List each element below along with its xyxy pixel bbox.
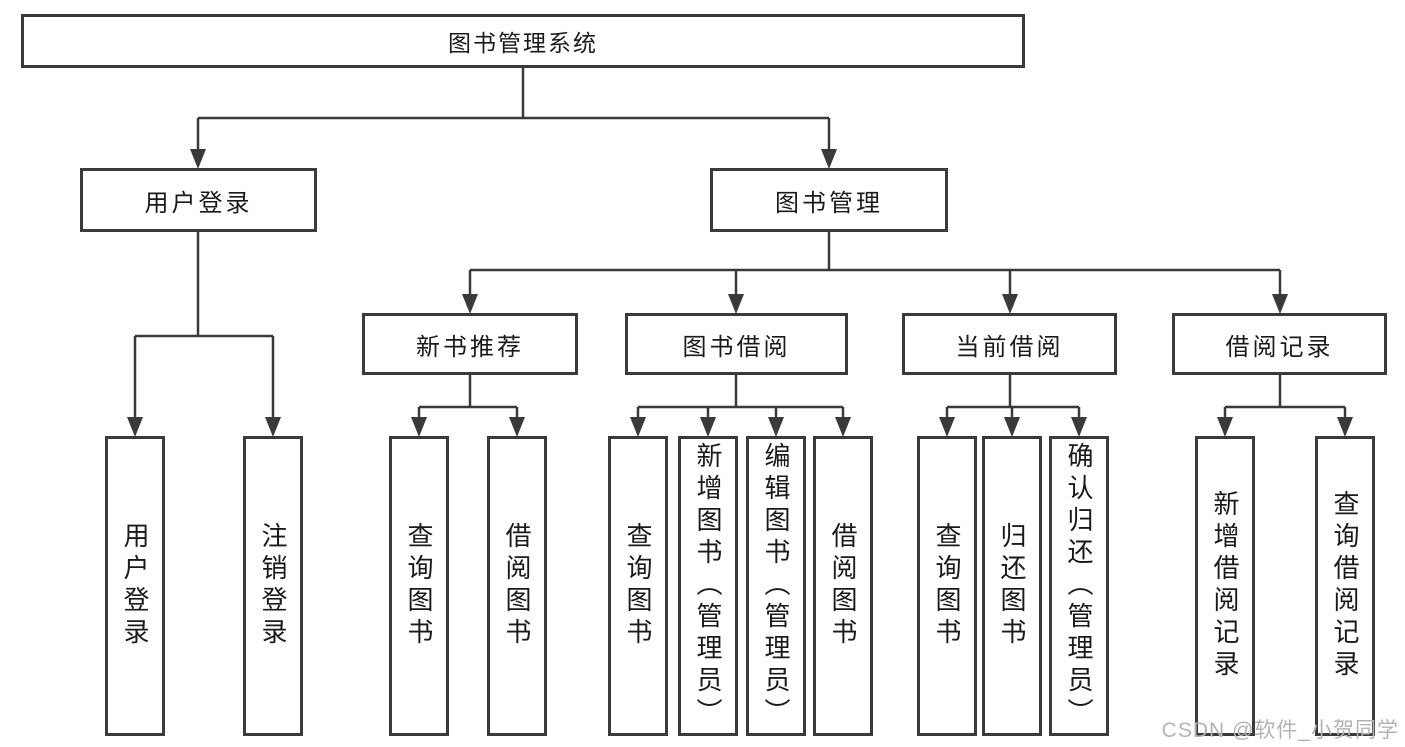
node-current-borrowing: 当前借阅 (902, 313, 1117, 375)
leaf-current-query-books: 查询图书 (917, 436, 977, 736)
leaf-records-query-record: 查询借阅记录 (1315, 436, 1375, 736)
leaf-recommend-query-books: 查询图书 (389, 436, 449, 736)
node-user-login: 用户登录 (80, 168, 317, 232)
leaf-borrowing-add-books-admin: 新增图书（管理员） (678, 436, 738, 736)
node-borrowing-records: 借阅记录 (1172, 313, 1387, 375)
node-label: 新增借阅记录 (1210, 490, 1240, 682)
node-label: 查询图书 (623, 522, 653, 650)
leaf-records-add-record: 新增借阅记录 (1195, 436, 1255, 736)
node-label: 新书推荐 (416, 333, 524, 361)
leaf-borrowing-query-books: 查询图书 (608, 436, 668, 736)
node-label: 新增图书（管理员） (693, 442, 723, 730)
leaf-logout: 注销登录 (243, 436, 303, 736)
node-label: 用户登录 (120, 522, 150, 650)
node-label: 归还图书 (997, 522, 1027, 650)
node-label: 图书管理系统 (448, 30, 598, 56)
node-label: 注销登录 (258, 522, 288, 650)
node-label: 图书管理 (775, 189, 883, 217)
node-label: 借阅记录 (1225, 333, 1334, 361)
node-label: 借阅图书 (502, 522, 532, 650)
arrowheads (127, 149, 1353, 437)
node-label: 查询借阅记录 (1330, 490, 1360, 682)
node-library-management-system: 图书管理系统 (21, 14, 1025, 68)
node-label: 用户登录 (144, 189, 253, 217)
node-label: 查询图书 (932, 522, 962, 650)
leaf-user-login: 用户登录 (105, 436, 165, 736)
leaf-borrowing-borrow-books: 借阅图书 (813, 436, 873, 736)
leaf-recommend-borrow-books: 借阅图书 (487, 436, 547, 736)
node-label: 编辑图书（管理员） (761, 442, 791, 730)
node-label: 图书借阅 (682, 333, 791, 361)
node-label: 当前借阅 (955, 333, 1064, 361)
node-book-management: 图书管理 (710, 168, 948, 232)
node-new-book-recommend: 新书推荐 (362, 313, 578, 375)
node-label: 查询图书 (404, 522, 434, 650)
leaf-current-return-books: 归还图书 (982, 436, 1042, 736)
watermark: CSDN @软件_小贺同学 (1161, 719, 1399, 742)
leaf-borrowing-edit-books-admin: 编辑图书（管理员） (746, 436, 806, 736)
node-label: 借阅图书 (828, 522, 858, 650)
node-label: 确认归还（管理员） (1064, 442, 1094, 730)
node-book-borrowing: 图书借阅 (625, 313, 848, 375)
leaf-current-confirm-return-admin: 确认归还（管理员） (1049, 436, 1109, 736)
